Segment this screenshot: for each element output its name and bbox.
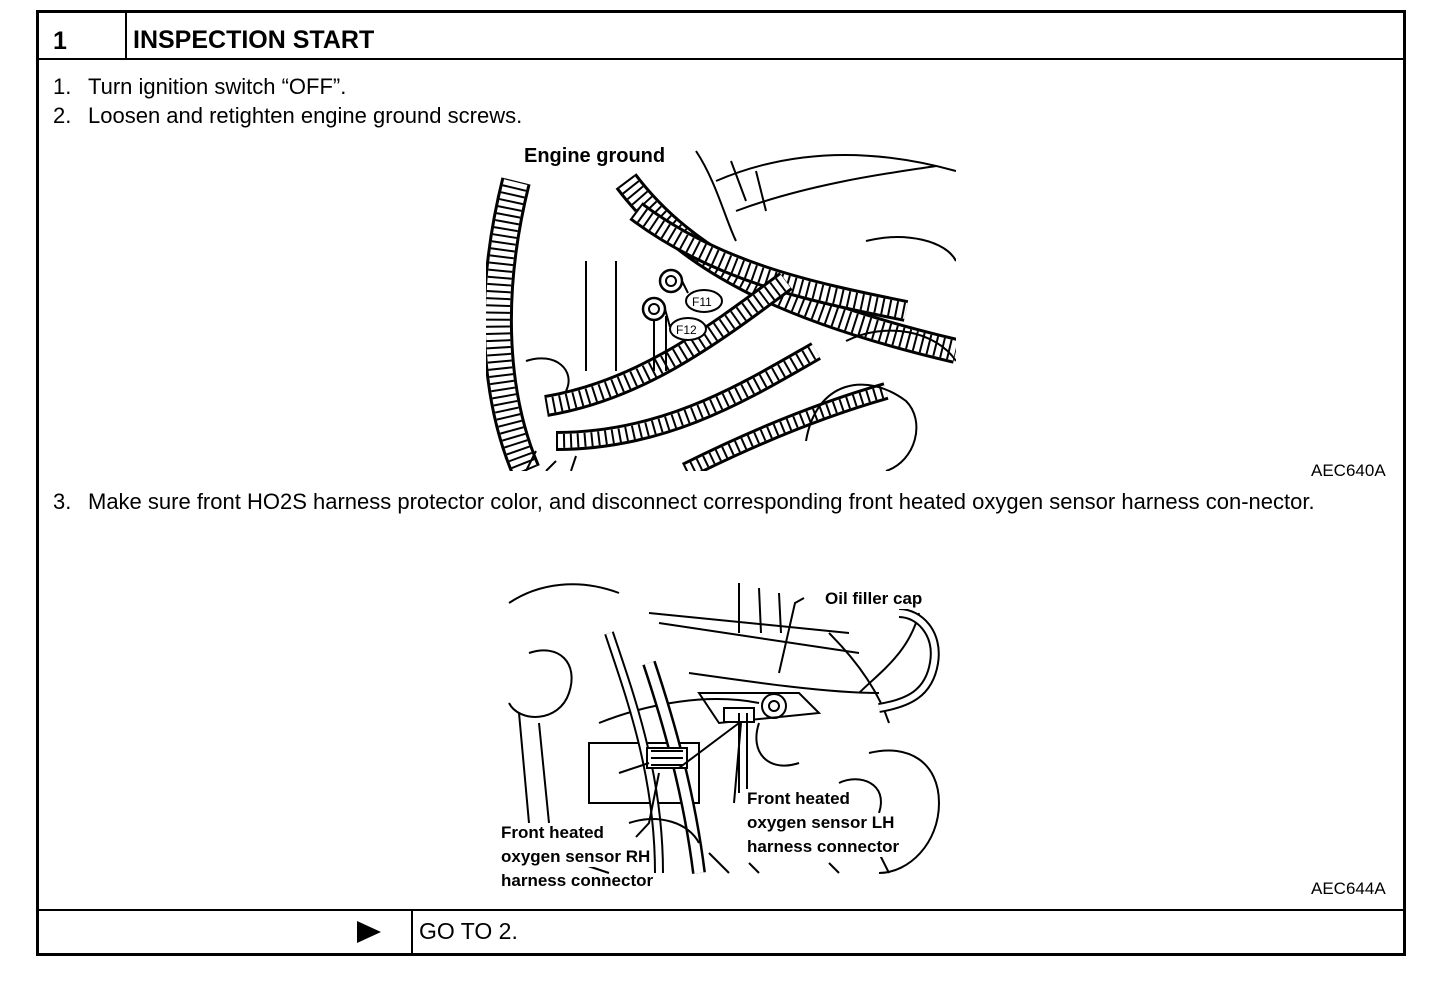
step-item-text: Make sure front HO2S harness protector c… <box>88 489 1315 514</box>
step-item-number: 3. <box>53 489 72 514</box>
rh-connector-label-line3: harness connector <box>501 871 654 890</box>
inspection-procedure-table: 1 INSPECTION START 1. Turn ignition swit… <box>36 10 1406 956</box>
section-title: INSPECTION START <box>133 26 375 54</box>
ho2s-connector-figure: Oil filler cap Front heated oxygen senso… <box>499 573 949 890</box>
rh-connector-label-line1: Front heated <box>499 823 606 843</box>
rh-connector-label-line2: oxygen sensor RH <box>499 847 653 867</box>
lh-connector-label-line2: oxygen sensor LH <box>745 813 897 833</box>
step-item-text: Loosen and retighten engine ground screw… <box>88 103 523 128</box>
engine-ground-illustration: F11 F12 <box>482 150 959 480</box>
engine-ground-figure: F11 F12 Engine ground <box>482 141 959 480</box>
ho2s-connector-illustration <box>508 583 941 874</box>
connector-label-f11: F11 <box>692 295 712 309</box>
header-divider <box>125 13 127 58</box>
figure-code-2: AEC644A <box>1311 879 1386 898</box>
step-number: 1 <box>53 27 67 55</box>
lh-connector-label-line3: harness connector <box>745 837 902 857</box>
table-header-row: 1 INSPECTION START <box>39 13 1403 60</box>
step-item-2: 2. Loosen and retighten engine ground sc… <box>53 99 1353 132</box>
step-item-text: Turn ignition switch “OFF”. <box>88 74 347 99</box>
connector-label-f12: F12 <box>676 323 697 337</box>
figure-code-1: AEC640A <box>1311 461 1386 480</box>
step-item-number: 1. <box>53 74 72 99</box>
oil-filler-cap-label: Oil filler cap <box>823 589 925 609</box>
step-item-1: 1. Turn ignition switch “OFF”. <box>53 70 1353 103</box>
lh-connector-label-line1: Front heated <box>745 789 852 809</box>
play-triangle-icon <box>357 921 381 943</box>
go-to-step-link[interactable]: GO TO 2. <box>419 918 518 944</box>
table-footer-row: GO TO 2. <box>39 909 1403 953</box>
footer-divider <box>411 911 413 953</box>
engine-ground-label: Engine ground <box>522 145 668 168</box>
step-item-number: 2. <box>53 103 72 128</box>
